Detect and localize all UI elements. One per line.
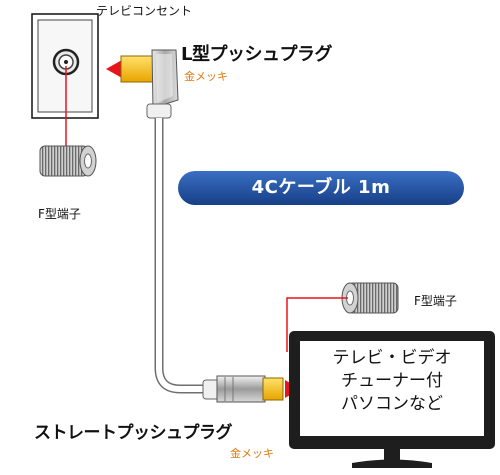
tv-icon bbox=[289, 331, 495, 468]
tv-screen bbox=[300, 341, 484, 436]
wall-outlet-label: テレビコンセント bbox=[96, 4, 193, 18]
straight-plug-icon bbox=[202, 375, 284, 403]
tv-stand bbox=[352, 459, 432, 468]
l-plug-plating: 金メッキ bbox=[184, 70, 228, 83]
tv-text-line: テレビ・ビデオ bbox=[332, 348, 452, 368]
tv-screen-text: テレビ・ビデオ チューナー付 パソコンなど bbox=[308, 347, 476, 416]
l-plug-icon bbox=[120, 49, 179, 119]
f-terminal-right-icon bbox=[341, 282, 399, 314]
coax-cable bbox=[154, 118, 206, 394]
l-plug-title: L型プッシュプラグ bbox=[181, 44, 332, 65]
wall-outlet bbox=[31, 13, 99, 119]
straight-plug-title: ストレートプッシュプラグ bbox=[34, 423, 233, 443]
l-plug-arrow-icon bbox=[106, 60, 122, 78]
tv-text-line: パソコンなど bbox=[341, 394, 443, 414]
cable-label-bar bbox=[178, 171, 464, 205]
f-terminal-left-icon bbox=[39, 145, 97, 177]
cable-title: 4Cケーブル 1m bbox=[251, 177, 391, 198]
straight-plug-plating: 金メッキ bbox=[230, 447, 274, 460]
f-terminal-right-label: F型端子 bbox=[414, 294, 457, 308]
f-terminal-left-label: F型端子 bbox=[38, 207, 81, 221]
tv-text-line: チューナー付 bbox=[341, 371, 443, 391]
f-terminal-to-tv-line bbox=[286, 297, 348, 352]
